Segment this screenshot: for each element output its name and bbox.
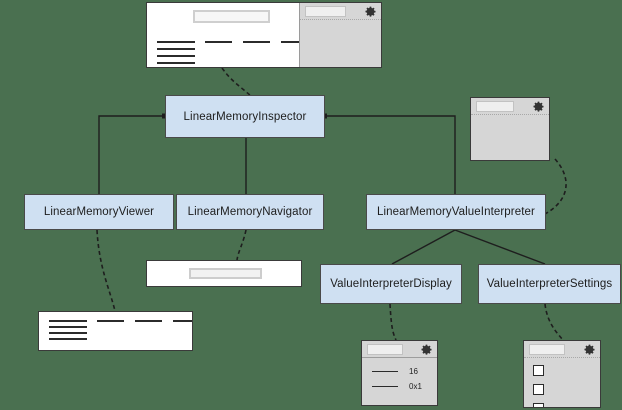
edge-inspector-viewer — [98, 115, 165, 194]
edge-inspector-valueinterpreter — [325, 115, 456, 194]
hex-chunk — [205, 41, 232, 43]
edge-dashed-navigator-screenshot — [236, 229, 247, 261]
address-line — [157, 41, 195, 43]
vi-settings-screenshot-body — [524, 358, 600, 407]
node-label: ValueInterpreterDisplay — [330, 278, 452, 290]
gear-icon[interactable] — [533, 101, 544, 112]
vi-display-screenshot-body: 16 0x1 — [362, 358, 437, 405]
address-line — [157, 48, 195, 50]
node-label: LinearMemoryViewer — [43, 206, 155, 218]
address-line — [49, 338, 87, 340]
address-line — [157, 62, 195, 64]
vi-settings-checkbox-group — [533, 365, 544, 407]
node-linear-memory-value-interpreter[interactable]: LinearMemoryValueInterpreter — [366, 194, 546, 230]
vi-settings-screenshot-toolbar — [524, 341, 600, 358]
edge-dashed-valueinterpreter-screenshot — [544, 158, 567, 215]
node-value-interpreter-settings[interactable]: ValueInterpreterSettings — [478, 264, 621, 304]
vi-screenshot-toolbar-input[interactable] — [476, 100, 514, 112]
node-label: ValueInterpreterSettings — [486, 278, 613, 290]
inspector-screenshot-toolbar — [300, 3, 381, 20]
node-label: LinearMemoryValueInterpreter — [377, 206, 535, 218]
gear-icon[interactable] — [421, 344, 432, 355]
edge-dashed-inspector-screenshot — [221, 67, 253, 98]
address-line — [49, 326, 87, 328]
node-label: LinearMemoryInspector — [183, 110, 307, 123]
node-label: LinearMemoryNavigator — [187, 206, 313, 218]
inspector-screenshot-value-pane — [299, 3, 381, 67]
navigator-screenshot-address-input[interactable] — [189, 268, 262, 279]
node-linear-memory-viewer[interactable]: LinearMemoryViewer — [24, 194, 174, 230]
viewer-screenshot-hex-row — [97, 320, 192, 322]
vi-type-label — [372, 386, 398, 387]
vi-value: 16 — [409, 367, 418, 376]
gear-icon[interactable] — [365, 6, 376, 17]
edge-dashed-viewer-screenshot — [96, 229, 116, 312]
navigator-screenshot[interactable] — [146, 260, 302, 287]
value-interpreter-screenshot[interactable] — [470, 97, 550, 161]
inspector-screenshot-memory-pane — [147, 3, 355, 67]
settings-checkbox[interactable] — [533, 365, 544, 376]
vi-screenshot-toolbar — [471, 98, 549, 115]
hex-chunk — [281, 41, 308, 43]
hex-chunk — [97, 320, 124, 322]
vi-type-label — [372, 371, 398, 372]
address-line — [49, 332, 87, 334]
address-line — [157, 55, 195, 57]
node-linear-memory-inspector[interactable]: LinearMemoryInspector — [165, 95, 325, 138]
gear-icon[interactable] — [584, 344, 595, 355]
edge-vi-display — [391, 229, 456, 265]
inspector-screenshot-address-column — [157, 41, 195, 64]
edge-dashed-visettings-screenshot — [544, 303, 564, 341]
address-line — [49, 320, 87, 322]
viewer-screenshot-address-column — [49, 320, 87, 340]
vi-display-row: 16 — [372, 367, 418, 376]
node-linear-memory-navigator[interactable]: LinearMemoryNavigator — [176, 194, 324, 230]
hex-chunk — [135, 320, 162, 322]
viewer-screenshot[interactable] — [38, 311, 193, 351]
vi-display-screenshot-toolbar-input[interactable] — [367, 343, 403, 355]
inspector-screenshot[interactable] — [146, 2, 382, 68]
vi-screenshot-body — [471, 115, 549, 160]
edge-dashed-vidisplay-screenshot — [389, 303, 397, 341]
inspector-screenshot-address-input[interactable] — [193, 10, 270, 23]
value-interpreter-settings-screenshot[interactable] — [523, 340, 601, 408]
node-value-interpreter-display[interactable]: ValueInterpreterDisplay — [320, 264, 462, 304]
hex-chunk — [173, 320, 192, 322]
vi-display-row: 0x1 — [372, 382, 422, 391]
settings-checkbox[interactable] — [533, 403, 544, 407]
vi-value: 0x1 — [409, 382, 422, 391]
settings-checkbox[interactable] — [533, 384, 544, 395]
vi-display-screenshot-toolbar — [362, 341, 437, 358]
inspector-screenshot-toolbar-input[interactable] — [305, 5, 346, 17]
vi-settings-screenshot-toolbar-input[interactable] — [529, 343, 565, 355]
hex-chunk — [243, 41, 270, 43]
edge-vi-settings — [454, 229, 546, 265]
value-interpreter-display-screenshot[interactable]: 16 0x1 — [361, 340, 438, 406]
